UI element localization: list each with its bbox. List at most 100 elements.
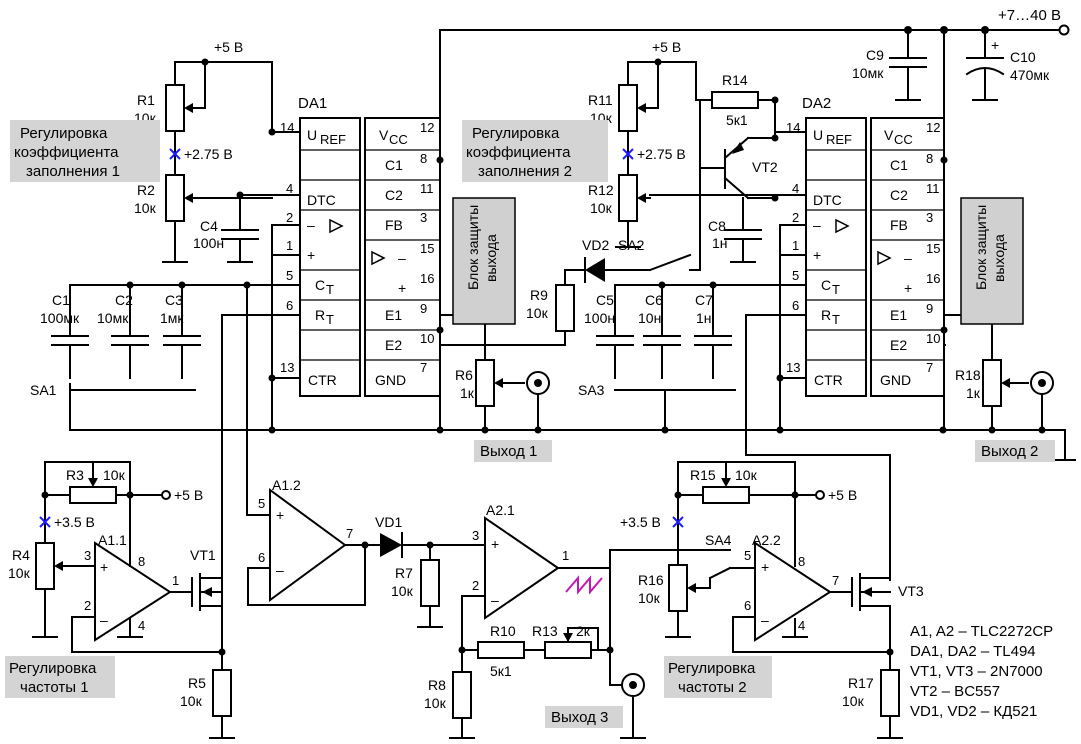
svg-text:SA3: SA3: [578, 382, 605, 398]
svg-text:коэффициента: коэффициента: [466, 144, 571, 161]
svg-text:T: T: [832, 282, 840, 297]
resistor-r6: R6 1к Выход 1: [455, 359, 552, 462]
svg-text:VD2: VD2: [582, 237, 609, 253]
svg-text:4: 4: [286, 181, 293, 196]
svg-text:A1, A2 – TLC2272CP: A1, A2 – TLC2272CP: [910, 623, 1053, 640]
svg-text:R17: R17: [848, 675, 874, 691]
svg-text:1н: 1н: [712, 235, 728, 251]
svg-text:2к: 2к: [576, 623, 591, 639]
svg-text:R16: R16: [638, 572, 664, 588]
svg-text:13: 13: [786, 360, 800, 375]
svg-text:Блок защиты: Блок защиты: [973, 205, 989, 290]
svg-text:100н: 100н: [193, 235, 224, 251]
note-duty-2: Регулировка коэффициента заполнения 2: [462, 120, 608, 182]
svg-text:C10: C10: [1010, 49, 1036, 65]
svg-text:C: C: [821, 277, 831, 293]
svg-text:DA1, DA2 – TL494: DA1, DA2 – TL494: [910, 643, 1036, 660]
svg-text:VT2: VT2: [752, 159, 778, 175]
timing-capacitors-1: C1 100мк C2 10мк C3 1мк SA1: [30, 284, 201, 431]
svg-text:DTC: DTC: [813, 192, 842, 208]
svg-text:–: –: [491, 592, 499, 608]
svg-text:+: +: [813, 247, 821, 263]
svg-text:заполнения 2: заполнения 2: [478, 163, 572, 180]
svg-text:10: 10: [420, 331, 434, 346]
svg-text:6: 6: [792, 298, 799, 313]
svg-text:R2: R2: [137, 182, 155, 198]
note-freq-1: Регулировка частоты 1: [5, 656, 115, 698]
svg-text:A1.2: A1.2: [272, 477, 301, 493]
svg-text:VT1: VT1: [190, 547, 216, 563]
svg-text:R12: R12: [588, 182, 614, 198]
svg-text:6: 6: [286, 298, 293, 313]
svg-text:R15: R15: [690, 467, 716, 483]
svg-text:–: –: [276, 562, 284, 578]
resistor-r5: R5 10к: [180, 651, 235, 739]
svg-text:10: 10: [926, 331, 940, 346]
svg-text:6: 6: [258, 550, 265, 565]
svg-text:10к: 10к: [842, 693, 865, 709]
svg-text:выхода: выхода: [991, 234, 1007, 282]
svg-text:+5 В: +5 В: [174, 487, 203, 503]
svg-text:–: –: [307, 217, 315, 233]
svg-text:R7: R7: [395, 565, 413, 581]
svg-text:+: +: [276, 507, 284, 523]
svg-text:4: 4: [792, 181, 799, 196]
svg-text:C2: C2: [385, 187, 403, 203]
svg-text:3: 3: [84, 548, 91, 563]
svg-text:10мк: 10мк: [97, 310, 129, 326]
svg-text:R: R: [821, 307, 831, 323]
svg-text:9: 9: [420, 301, 427, 316]
diode-vd2: VD2 SA2: [564, 237, 701, 283]
svg-text:12: 12: [926, 120, 940, 135]
svg-text:1к: 1к: [966, 385, 981, 401]
svg-text:5к1: 5к1: [490, 663, 512, 679]
svg-text:10н: 10н: [638, 310, 661, 326]
switch-sa1-label: SA1: [30, 382, 57, 398]
output-2-label: Выход 2: [981, 443, 1038, 460]
svg-text:A2.2: A2.2: [752, 532, 781, 548]
protect-block-1: Блок защиты выхода: [452, 197, 516, 325]
svg-text:15: 15: [926, 241, 940, 256]
svg-text:100н: 100н: [584, 310, 615, 326]
svg-text:2: 2: [472, 578, 479, 593]
svg-text:7: 7: [420, 360, 427, 375]
transistor-vt3: VT3: [851, 573, 924, 656]
svg-text:7: 7: [346, 526, 353, 541]
svg-text:10к: 10к: [8, 565, 31, 581]
svg-text:CC: CC: [389, 132, 408, 147]
svg-text:R9: R9: [530, 287, 548, 303]
sawtooth-icon: [565, 575, 603, 595]
svg-text:Регулировка: Регулировка: [472, 125, 560, 142]
note-duty-1: Регулировка коэффициента заполнения 1: [10, 120, 160, 182]
svg-text:1н: 1н: [696, 310, 712, 326]
svg-text:1к: 1к: [460, 385, 475, 401]
svg-text:+5 В: +5 В: [214, 39, 243, 55]
svg-text:V: V: [884, 127, 894, 143]
svg-text:12: 12: [420, 120, 434, 135]
diode-vd1: VD1: [375, 514, 486, 558]
svg-text:VT1, VT3 – 2N7000: VT1, VT3 – 2N7000: [910, 663, 1043, 680]
svg-text:10к: 10к: [590, 200, 613, 216]
svg-text:C6: C6: [645, 292, 663, 308]
svg-text:R5: R5: [188, 675, 206, 691]
svg-text:T: T: [326, 282, 334, 297]
capacitor-c10: + C10 470мк: [965, 37, 1050, 101]
svg-text:1: 1: [286, 238, 293, 253]
svg-text:–: –: [761, 612, 769, 628]
svg-text:+: +: [307, 247, 315, 263]
svg-text:1: 1: [562, 548, 569, 563]
svg-text:CC: CC: [894, 132, 913, 147]
svg-text:8: 8: [420, 151, 427, 166]
output-1-label: Выход 1: [480, 443, 537, 460]
svg-text:C5: C5: [596, 292, 614, 308]
svg-text:+: +: [991, 37, 999, 53]
svg-text:R18: R18: [955, 367, 981, 383]
svg-text:8: 8: [138, 554, 145, 569]
svg-text:10к: 10к: [526, 305, 549, 321]
svg-text:C2: C2: [115, 292, 133, 308]
svg-text:SA4: SA4: [705, 532, 732, 548]
svg-text:+: +: [491, 536, 499, 552]
svg-text:C8: C8: [708, 218, 726, 234]
protect-block-2: Блок защиты выхода: [960, 197, 1024, 325]
